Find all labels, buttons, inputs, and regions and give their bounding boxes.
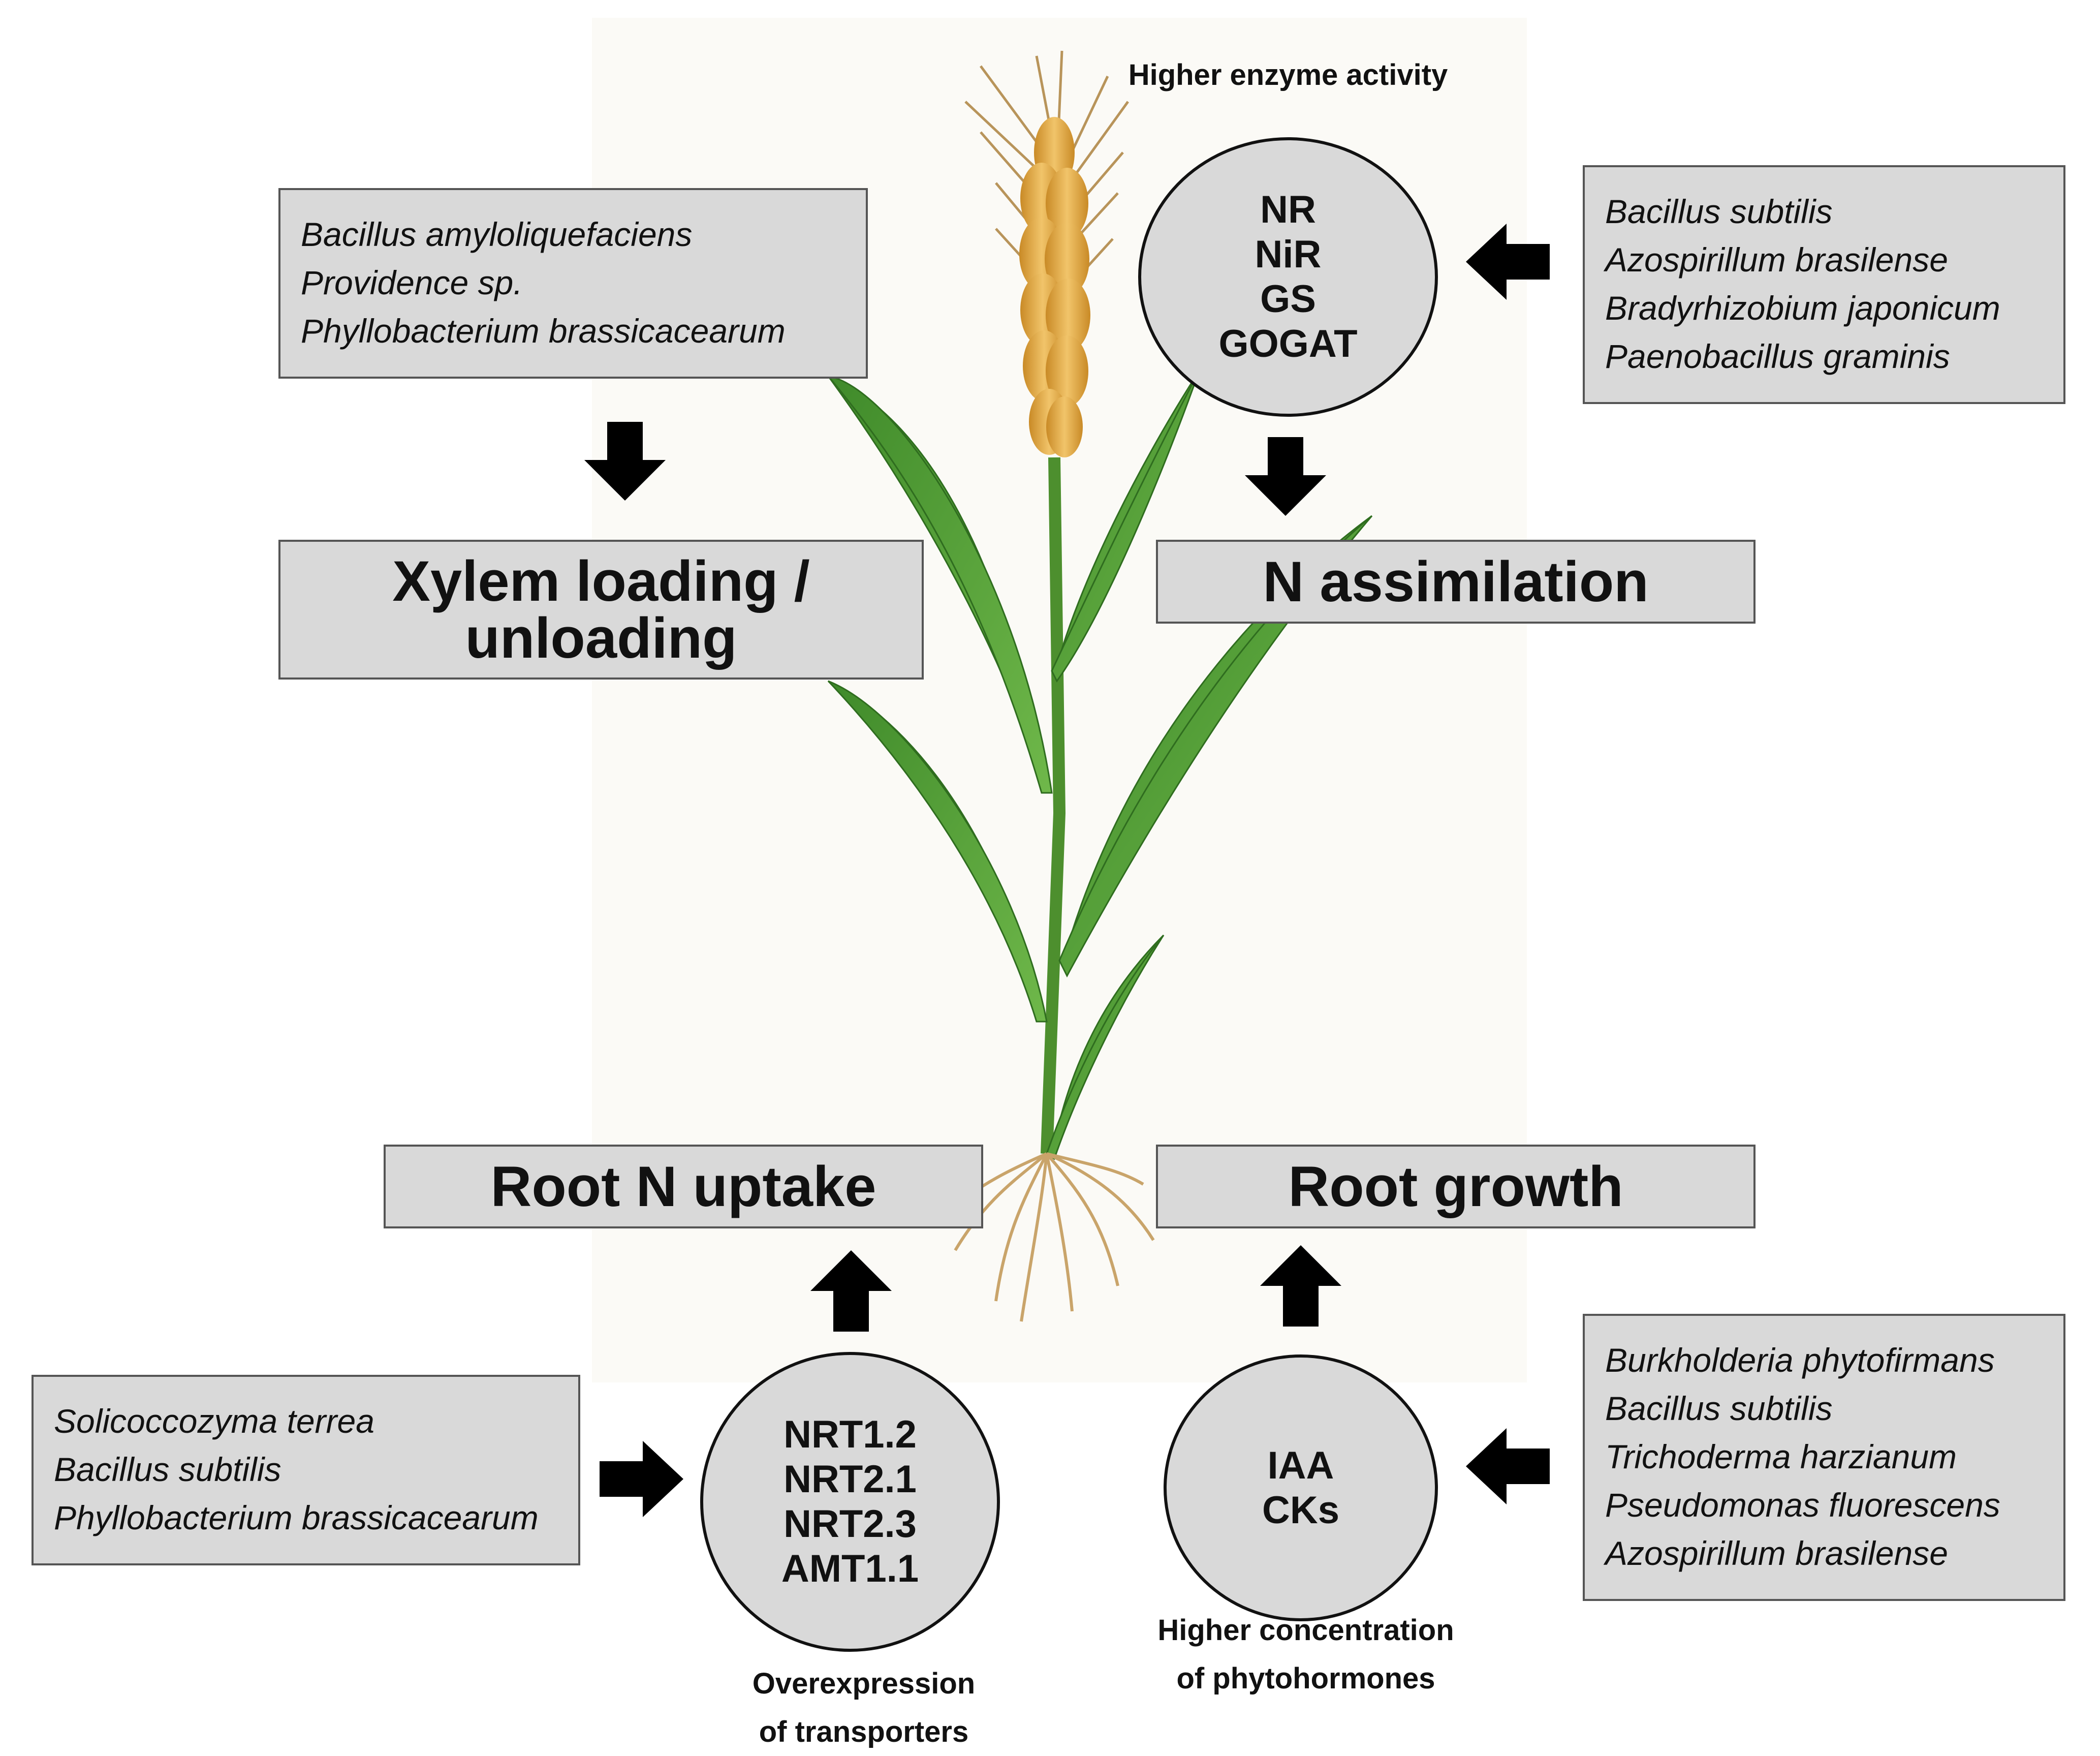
process-root-n-uptake: Root N uptake (384, 1145, 983, 1228)
species-name: Paenobacillus graminis (1605, 337, 1950, 375)
caption-text: of phytohormones (1176, 1662, 1435, 1695)
species-name: Bacillus amyloliquefaciens (301, 215, 693, 253)
arrow-down-icon (1245, 437, 1326, 516)
process-n-assimilation: N assimilation (1156, 540, 1756, 624)
species-name: Bacillus subtilis (54, 1451, 281, 1488)
hormone-label: CKs (1262, 1488, 1340, 1532)
species-name: Azospirillum brasilense (1605, 1534, 1948, 1572)
species-name: Phyllobacterium brassicacearum (54, 1499, 539, 1536)
enzyme-circle: NR NiR GS GOGAT (1138, 137, 1438, 417)
arrow-up-icon (1260, 1245, 1341, 1327)
caption-enzyme-activity: Higher enzyme activity (1085, 51, 1491, 99)
enzyme-label: GS (1260, 278, 1316, 321)
species-box-top-left: Bacillus amyloliquefaciens Providence sp… (278, 188, 868, 379)
transporter-circle: NRT1.2 NRT2.1 NRT2.3 AMT1.1 (700, 1352, 1000, 1652)
process-label: Xylem loading / (392, 549, 810, 613)
transporter-label: NRT2.1 (783, 1458, 917, 1501)
species-name: Bacillus subtilis (1605, 1390, 1833, 1427)
process-label: unloading (465, 606, 737, 670)
caption-phytohormones: Higher concentration of phytohormones (1123, 1606, 1489, 1703)
enzyme-label: GOGAT (1218, 322, 1358, 365)
process-label: Root N uptake (490, 1154, 876, 1218)
arrow-left-icon (1466, 224, 1550, 300)
caption-text: Higher enzyme activity (1128, 58, 1448, 91)
process-root-growth: Root growth (1156, 1145, 1756, 1228)
wheat-spike (1019, 117, 1090, 457)
species-name: Providence sp. (301, 264, 523, 301)
arrow-up-icon (810, 1250, 892, 1332)
species-name: Phyllobacterium brassicacearum (301, 312, 786, 350)
wheat-stem (1041, 457, 1066, 1154)
hormone-label: IAA (1267, 1443, 1334, 1487)
process-xylem-loading: Xylem loading / unloading (278, 540, 924, 680)
species-name: Solicoccozyma terrea (54, 1402, 374, 1440)
species-name: Trichoderma harzianum (1605, 1438, 1957, 1475)
caption-text: Overexpression (752, 1667, 976, 1700)
species-box-top-right: Bacillus subtilis Azospirillum brasilens… (1583, 165, 2065, 404)
wheat-leaves (826, 371, 1373, 1160)
transporter-label: NRT1.2 (783, 1413, 917, 1456)
species-name: Bradyrhizobium japonicum (1605, 289, 2000, 327)
process-label: N assimilation (1263, 549, 1649, 613)
arrow-right-icon (600, 1441, 683, 1517)
species-box-bottom-left: Solicoccozyma terrea Bacillus subtilis P… (32, 1375, 580, 1565)
species-name: Azospirillum brasilense (1605, 241, 1948, 279)
hormone-circle: IAA CKs (1164, 1354, 1438, 1621)
caption-text: Higher concentration (1157, 1614, 1454, 1647)
enzyme-label: NiR (1255, 233, 1322, 276)
species-name: Pseudomonas fluorescens (1605, 1486, 2000, 1524)
enzyme-label: NR (1260, 188, 1316, 231)
species-name: Bacillus subtilis (1605, 193, 1833, 230)
species-name: Burkholderia phytofirmans (1605, 1341, 1995, 1379)
species-box-bottom-right: Burkholderia phytofirmans Bacillus subti… (1583, 1314, 2065, 1601)
caption-text: of transporters (759, 1715, 969, 1748)
transporter-label: NRT2.3 (783, 1502, 917, 1546)
process-label: Root growth (1288, 1154, 1623, 1218)
caption-transporters: Overexpression of transporters (691, 1659, 1037, 1756)
arrow-down-icon (584, 422, 666, 501)
wheat-roots (949, 1152, 1155, 1322)
transporter-label: AMT1.1 (781, 1547, 919, 1590)
arrow-left-icon (1466, 1428, 1550, 1504)
